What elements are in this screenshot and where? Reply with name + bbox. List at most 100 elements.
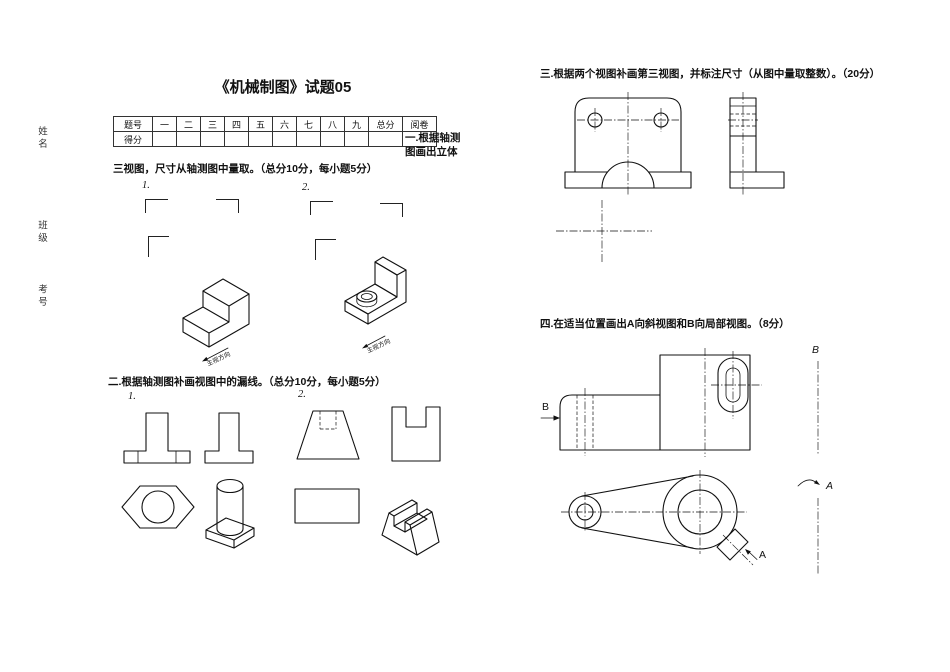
q1-heading-side-line2: 图画出立体	[405, 146, 458, 158]
a-direction-label: A	[759, 549, 766, 561]
score-cell-empty	[320, 131, 345, 147]
front-centerlines	[584, 348, 762, 457]
drawing-corner-mark	[148, 236, 169, 257]
score-cell-empty	[402, 131, 437, 147]
margin-label-name: 姓名	[36, 126, 47, 151]
q3-side-view-bracket	[728, 92, 785, 195]
q4-heading: 四.在适当位置画出A向斜视图和B向局部视图。（8分）	[540, 318, 790, 330]
score-cell: 一	[152, 116, 177, 132]
drawing-corner-mark	[216, 199, 239, 213]
rectangle-outline	[294, 488, 360, 524]
score-table-header-row: 题号 一 二 三 四 五 六 七 八 九 总分 阅卷	[113, 116, 437, 132]
bracket-outline	[564, 97, 692, 189]
score-cell: 四	[224, 116, 249, 132]
q1-heading-main: 三视图，尺寸从轴测图中量取。（总分10分，每小题5分）	[113, 163, 378, 175]
l-bracket-boss-and-hole	[356, 290, 378, 308]
score-cell-empty	[152, 131, 177, 147]
front-outline	[559, 354, 751, 451]
lug-hole-hidden-lines	[576, 395, 594, 450]
score-cell-empty	[224, 131, 249, 147]
centerlines	[577, 92, 679, 195]
score-cell: 六	[272, 116, 297, 132]
position-cross	[556, 200, 652, 264]
score-cell: 三	[200, 116, 225, 132]
hex-edge-lines	[137, 450, 177, 464]
q4-front-view: B	[540, 348, 762, 457]
side-view-outline	[204, 412, 254, 464]
cylinder	[216, 478, 244, 537]
slot-block-front-face	[381, 512, 418, 556]
score-cell: 五	[248, 116, 273, 132]
q3-heading: 三.根据两个视图补画第三视图，并标注尺寸（从图中量取整数）。（20分）	[540, 68, 881, 80]
q4-view-position-marks: B A	[797, 344, 833, 575]
score-cell: 九	[344, 116, 369, 132]
score-cell: 八	[320, 116, 345, 132]
drawing-corner-mark	[145, 199, 168, 213]
slotted-outline	[391, 406, 441, 462]
l-bracket-outline	[344, 256, 407, 325]
score-cell-empty	[248, 131, 273, 147]
front-view-outline	[123, 412, 191, 464]
drawing-corner-mark	[315, 239, 336, 260]
a-view-position-label: A	[825, 480, 833, 492]
slot-hidden-lines	[319, 411, 337, 430]
q1-heading-side: 一.根据轴测 图画出立体	[405, 131, 483, 159]
drawing-corner-mark	[310, 201, 333, 215]
score-cell-empty	[176, 131, 201, 147]
score-cell: 题号	[113, 116, 153, 132]
q3-front-view-bracket	[564, 92, 692, 195]
q2-item1-label: 1.	[128, 391, 136, 402]
score-cell: 七	[296, 116, 321, 132]
hexagon-outline	[121, 485, 195, 529]
q2-iso-cylinder-block	[205, 478, 255, 549]
score-cell-empty	[344, 131, 369, 147]
score-cell-empty	[368, 131, 403, 147]
q2-front-view-trapezoid	[296, 410, 360, 460]
side-outline	[729, 97, 785, 189]
score-cell: 二	[176, 116, 201, 132]
q3-third-view-centerlines	[556, 200, 652, 264]
score-cell: 阅卷	[402, 116, 437, 132]
q2-top-view-hexagon	[121, 485, 195, 529]
score-table: 题号 一 二 三 四 五 六 七 八 九 总分 阅卷 得分	[113, 116, 437, 147]
inclined-lug	[716, 528, 749, 561]
cylinder-circle	[141, 490, 175, 524]
score-cell: 得分	[113, 131, 153, 147]
q2-item2-label: 2.	[298, 389, 306, 400]
q1-item2-label: 2.	[302, 182, 310, 193]
view-direction-label: 主视方向	[365, 336, 392, 355]
q1-iso-step-block: 主视方向	[182, 278, 250, 368]
margin-label-exam-number: 考号	[36, 284, 47, 309]
a-direction-arrow: A	[745, 549, 766, 561]
score-cell: 总分	[368, 116, 403, 132]
tangent-links	[581, 475, 694, 549]
q1-item1-label: 1.	[142, 180, 150, 191]
view-direction-label: 主视方向	[205, 349, 232, 368]
q2-iso-slot-block	[381, 499, 440, 556]
step-block-edges	[182, 290, 250, 348]
q2-side-view-slotted	[391, 406, 441, 462]
trapezoid-outline	[296, 410, 360, 460]
score-cell-empty	[272, 131, 297, 147]
bottom-centerlines	[561, 470, 754, 566]
slab	[205, 517, 255, 549]
q2-heading: 二.根据轴测图补画视图中的漏线。（总分10分，每小题5分）	[108, 376, 386, 388]
score-table-score-row: 得分	[113, 131, 437, 147]
drawing-corner-mark	[380, 203, 403, 217]
view-direction-arrow: 主视方向	[202, 347, 232, 368]
q4-bottom-view: A	[561, 470, 766, 566]
page-title: 《机械制图》试题05	[214, 79, 352, 96]
q1-iso-l-bracket: 主视方向	[344, 256, 407, 355]
score-cell-empty	[296, 131, 321, 147]
b-direction-arrow	[540, 415, 560, 421]
side-centerlines	[728, 92, 758, 195]
view-direction-arrow: 主视方向	[362, 335, 392, 355]
b-direction-label: B	[542, 401, 549, 413]
b-view-position-label: B	[812, 344, 819, 356]
q2-front-view-hex-boss	[123, 412, 191, 464]
a-view-rotation-arrow	[797, 479, 820, 487]
q1-heading-side-line1: 一.根据轴测	[405, 132, 461, 144]
q2-top-view-rectangle	[294, 488, 360, 524]
step-block-outline	[182, 278, 250, 348]
